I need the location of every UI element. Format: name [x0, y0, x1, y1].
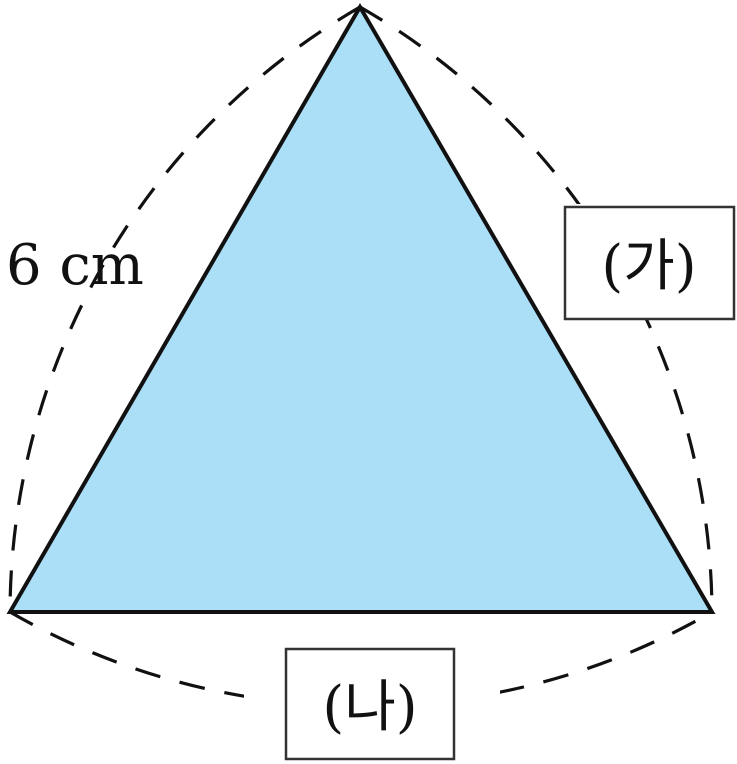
label-mask-side	[0, 212, 60, 308]
label-box-ga	[563, 205, 736, 321]
label-na: (나)	[322, 675, 417, 740]
label-ga: (가)	[601, 234, 696, 299]
dashed-arcs	[8, 5, 714, 708]
side-length-label: 6 cm	[6, 233, 144, 298]
label-box-na	[284, 647, 456, 761]
equilateral-triangle	[6, 3, 716, 614]
left-arc	[8, 5, 361, 613]
bottom-arc	[9, 610, 713, 708]
right-arc	[359, 5, 714, 613]
